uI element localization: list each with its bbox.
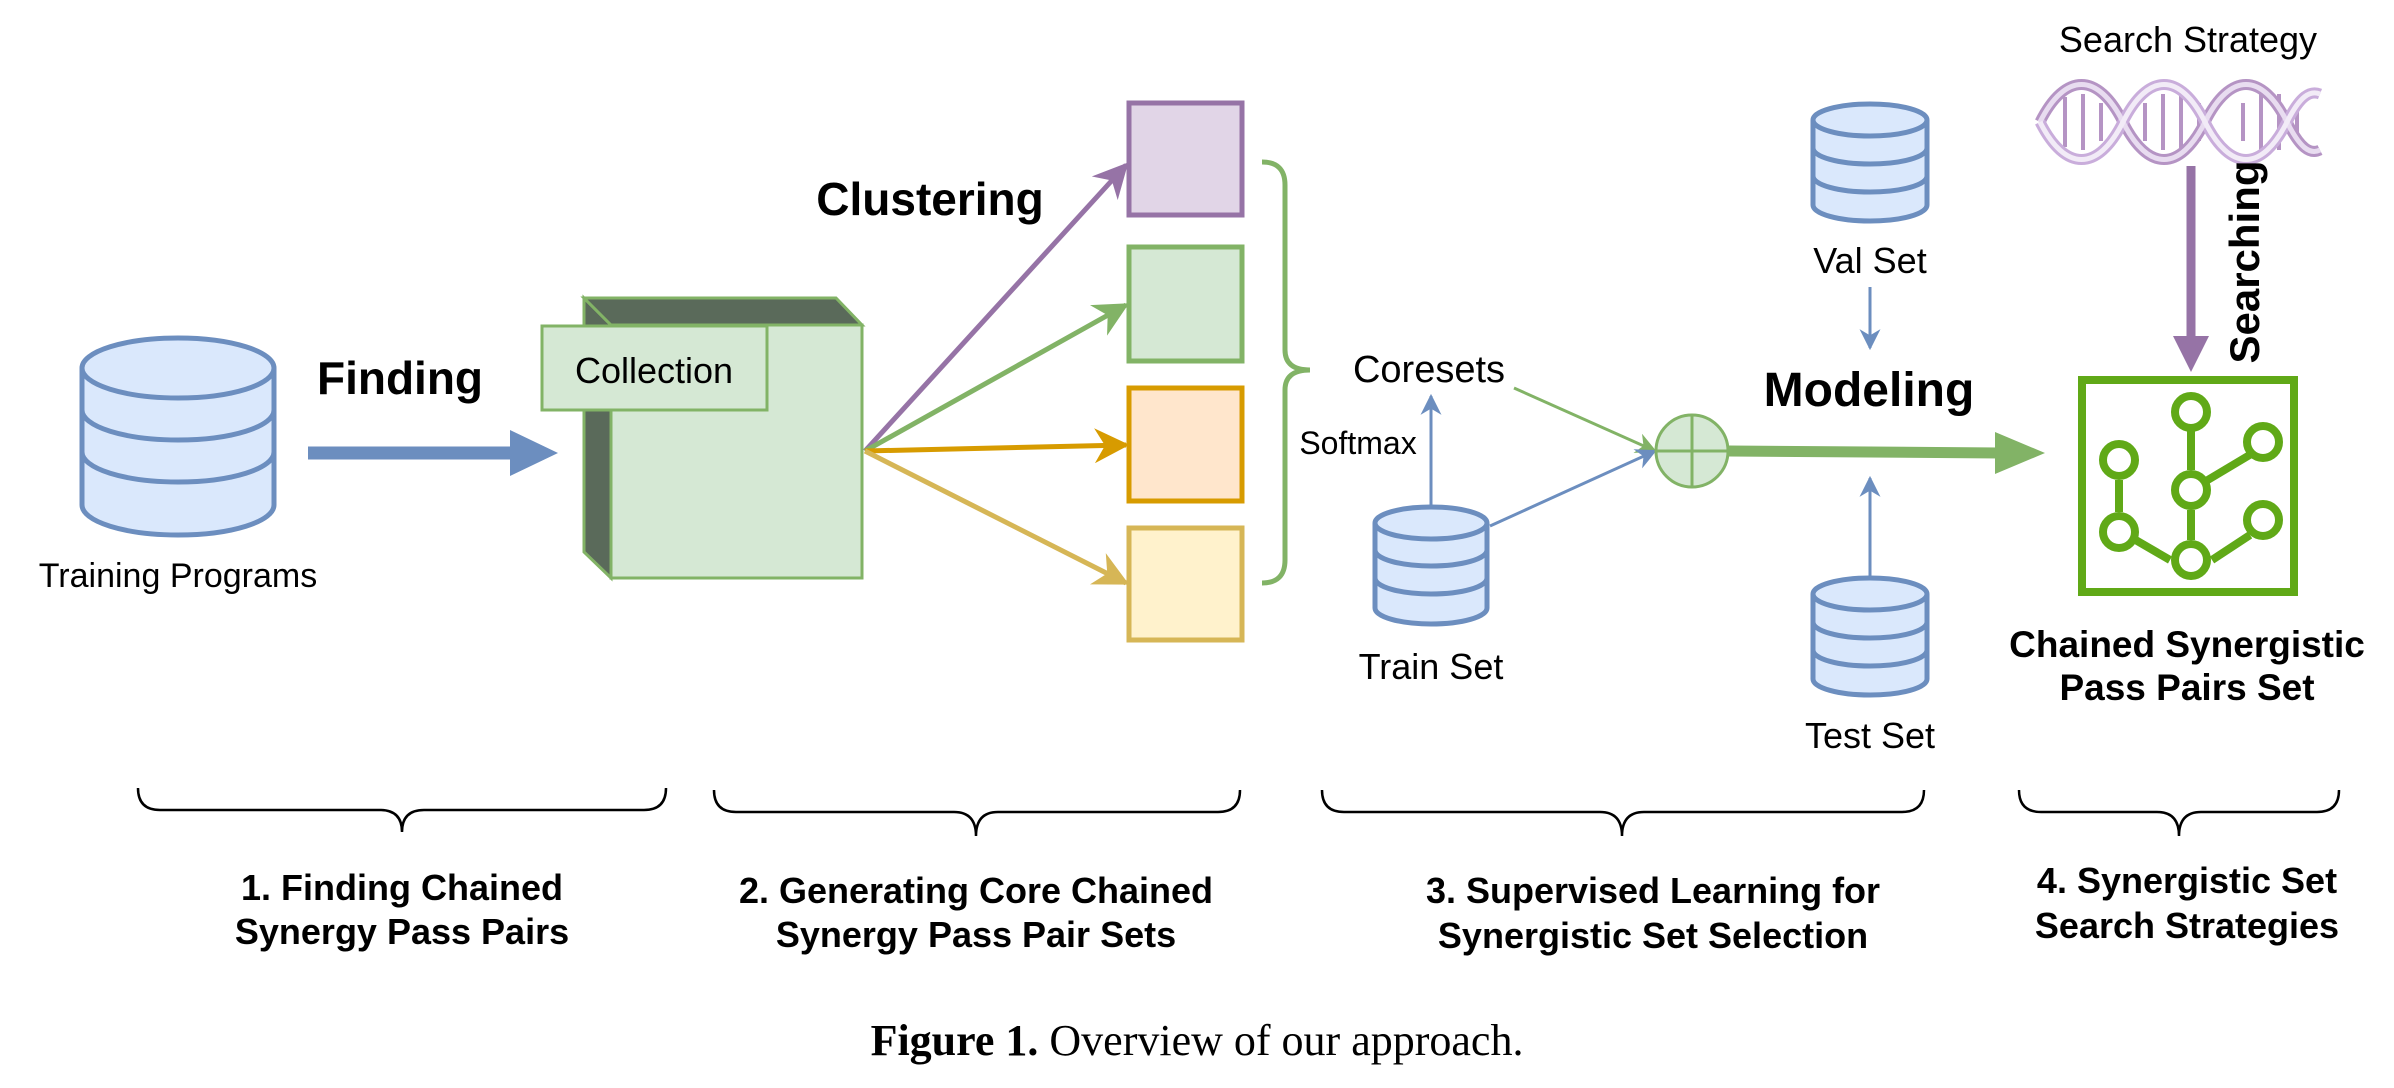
trainset-to-merge-arrow	[1489, 449, 1657, 528]
training-programs-database-icon	[79, 335, 277, 538]
modeling-label: Modeling	[1764, 364, 1975, 417]
stage-4-label-line1: 4. Synergistic Set	[2037, 860, 2337, 901]
collection-box: Collection	[540, 324, 769, 412]
test-set-database-icon	[1810, 575, 1930, 698]
figure-caption-label: Figure 1.	[871, 1016, 1039, 1065]
cluster-box-yellow	[1126, 525, 1245, 643]
train-set-database-icon	[1372, 504, 1490, 627]
stage-braces	[136, 787, 2341, 837]
tree-network-icon	[2078, 376, 2298, 596]
stage-3-brace-icon	[1320, 789, 1926, 837]
cluster-arrow-orange	[864, 428, 1130, 464]
stage-3-label-line1: 3. Supervised Learning for	[1426, 870, 1880, 911]
stage-4-brace-icon	[2017, 789, 2341, 837]
result-label-line2: Pass Pairs Set	[2059, 667, 2314, 708]
stage-2-brace-icon	[712, 789, 1242, 837]
search-strategy-label: Search Strategy	[2059, 19, 2317, 60]
softmax-label: Softmax	[1299, 425, 1416, 461]
finding-arrow	[308, 430, 558, 476]
stage-1-brace-icon	[136, 787, 668, 833]
figure-caption-text: Overview of our approach.	[1049, 1016, 1523, 1065]
figure-caption-spacer	[1038, 1016, 1049, 1065]
circle-plus-icon	[1654, 413, 1730, 489]
coresets-label: Coresets	[1353, 349, 1505, 391]
val-set-database-icon	[1810, 101, 1930, 224]
cluster-box-green	[1126, 244, 1245, 364]
coresets-to-merge-arrow	[1513, 386, 1657, 453]
result-label-line1: Chained Synergistic	[2009, 624, 2365, 665]
figure-caption: Figure 1. Overview of our approach.	[871, 1016, 1524, 1065]
cluster-box-purple	[1126, 100, 1245, 218]
cluster-arrow-yellow	[863, 448, 1130, 586]
stage-3-label-line2: Synergistic Set Selection	[1438, 915, 1868, 956]
train-set-label: Train Set	[1359, 646, 1504, 687]
cluster-arrow-purple	[863, 162, 1129, 453]
stage-1-label-line1: 1. Finding Chained	[241, 867, 563, 908]
searching-arrow	[2173, 166, 2209, 372]
cluster-box-orange	[1126, 385, 1245, 504]
cluster-arrow-green	[863, 302, 1130, 454]
stage-1-label-line2: Synergy Pass Pairs	[235, 911, 569, 952]
dna-icon	[2035, 79, 2323, 165]
val-set-label: Val Set	[1813, 240, 1926, 281]
cluster-curly-brace-icon	[1261, 159, 1311, 586]
test-set-label: Test Set	[1805, 715, 1935, 756]
training-programs-label: Training Programs	[39, 557, 317, 595]
stage-2-label-line1: 2. Generating Core Chained	[739, 870, 1213, 911]
finding-label: Finding	[317, 352, 483, 404]
clustering-label: Clustering	[816, 173, 1043, 225]
stage-2-label-line2: Synergy Pass Pair Sets	[776, 914, 1176, 955]
modeling-arrow	[1728, 432, 2045, 474]
collection-label: Collection	[575, 350, 733, 391]
stage-4-label-line2: Search Strategies	[2035, 905, 2339, 946]
searching-label: Searching	[2221, 160, 2268, 363]
